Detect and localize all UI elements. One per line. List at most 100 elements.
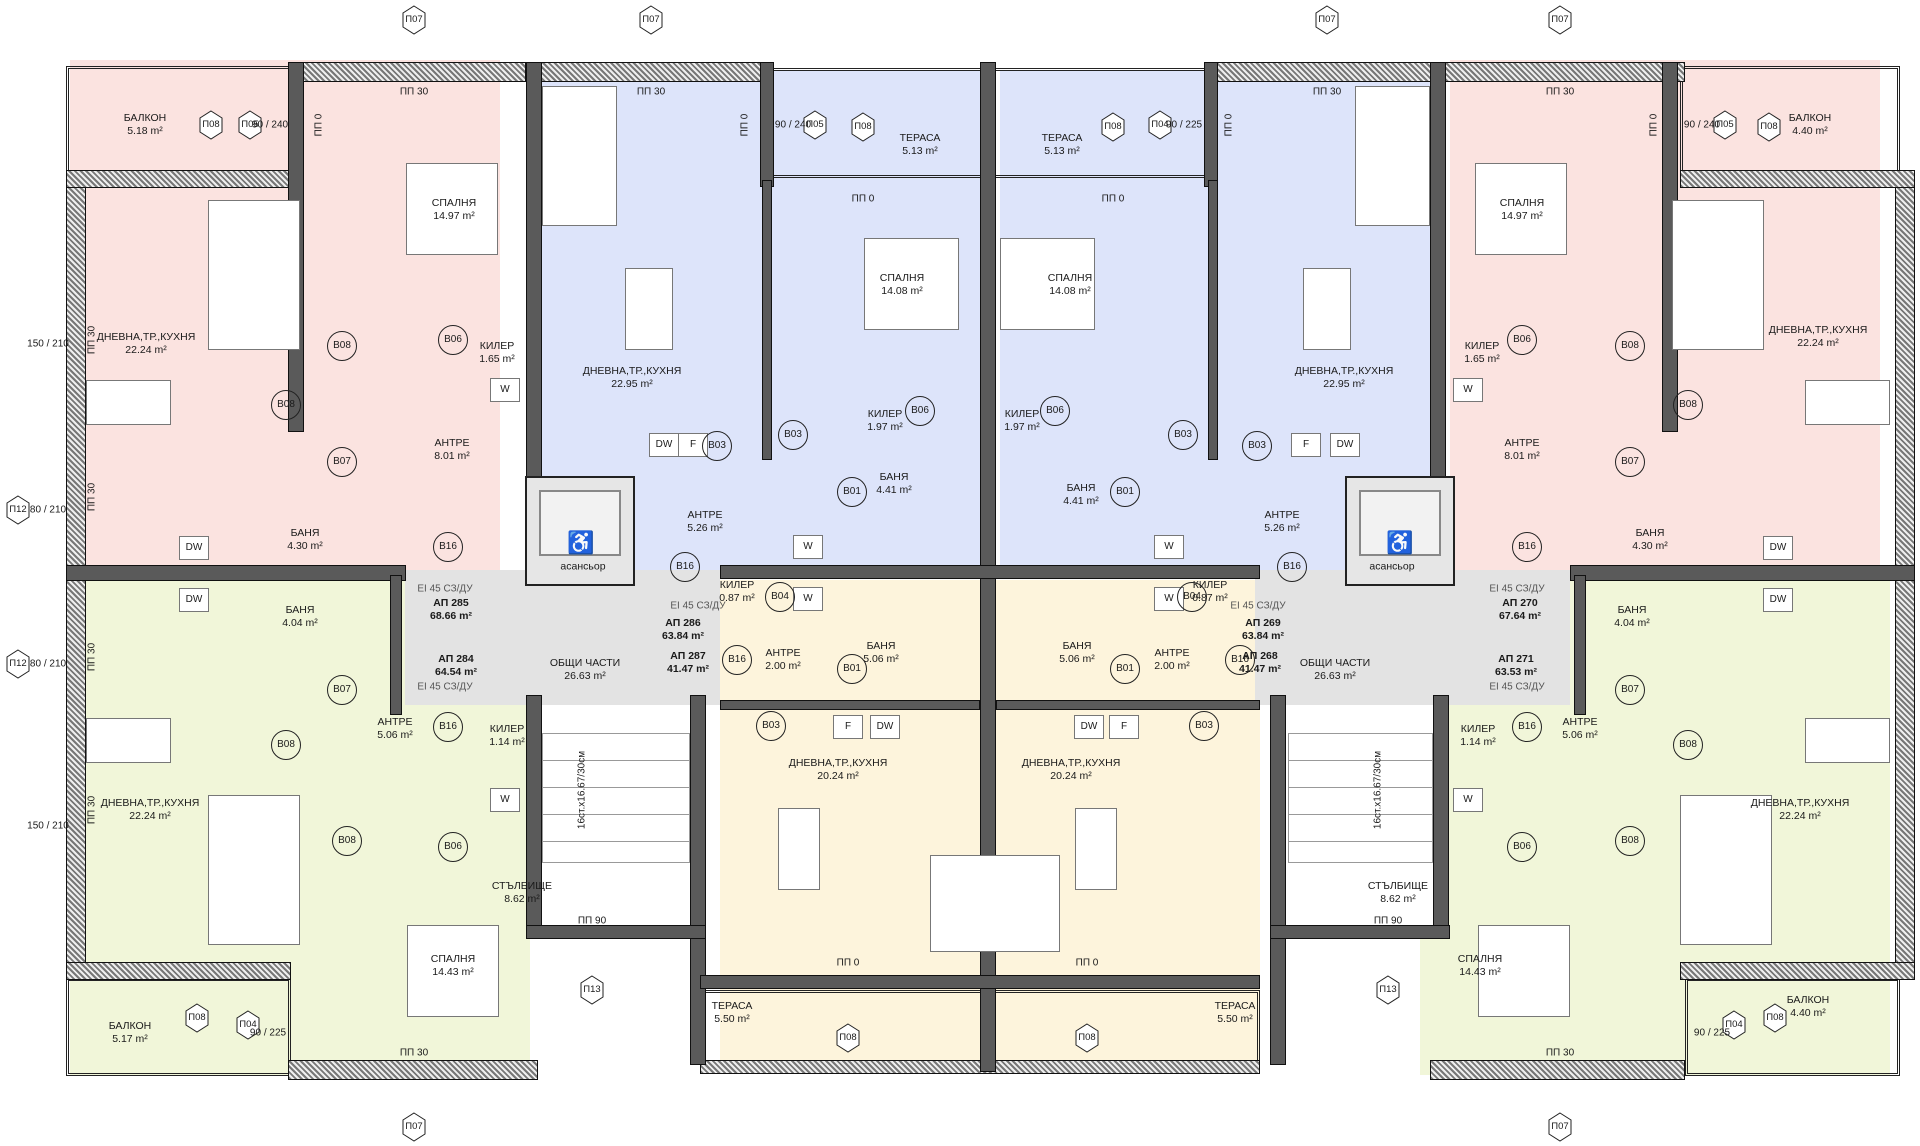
- appliance-w: W: [793, 535, 823, 559]
- hexagon-icon: [1075, 1023, 1099, 1053]
- room-area: 5.50 m²: [714, 1013, 750, 1025]
- door-tag: В04: [1177, 582, 1207, 612]
- window-tag: П07: [402, 5, 426, 35]
- room-area: 2.00 m²: [1154, 660, 1190, 672]
- hexagon-icon: [1763, 1003, 1787, 1033]
- appliance-w: W: [1453, 378, 1483, 402]
- hexagon-icon: [1548, 1112, 1572, 1142]
- bed: [407, 925, 499, 1017]
- wall-h-mid-right: [1570, 565, 1915, 581]
- hexagon-icon: [1722, 1010, 1746, 1040]
- staircase-right: [1288, 733, 1433, 863]
- dimension-label: ПП 30: [86, 325, 98, 355]
- dimension-label: ПП 0: [1101, 193, 1125, 205]
- room-name: ТЕРАСА: [711, 1000, 753, 1012]
- window-tag: П08: [1101, 112, 1125, 142]
- window-code: П08: [1760, 121, 1778, 132]
- room-area: 1.65 m²: [479, 353, 515, 365]
- appliance-dw: DW: [1763, 588, 1793, 612]
- window-code: П07: [642, 14, 660, 25]
- room-name: СПАЛНЯ: [879, 272, 925, 284]
- appliance-w: W: [1453, 788, 1483, 812]
- room-area: 22.24 m²: [125, 344, 167, 356]
- fire-rating-label: EI 45 СЗ/ДУ: [417, 681, 473, 693]
- appliance-dw: DW: [179, 536, 209, 560]
- window-tag: П08: [185, 1003, 209, 1033]
- exterior-wall-top-l2: [525, 62, 770, 82]
- dimension-label: ПП 0: [1648, 113, 1660, 137]
- window-tag: П07: [402, 1112, 426, 1142]
- wall-v-1204: [1204, 62, 1218, 187]
- room-area: 2.00 m²: [765, 660, 801, 672]
- room-name: СПАЛНЯ: [430, 953, 476, 965]
- window-tag: П04: [236, 1010, 260, 1040]
- door-tag: В03: [1189, 711, 1219, 741]
- room-name: КИЛЕР: [867, 408, 903, 420]
- sofa: [542, 86, 617, 226]
- dining-table: [1303, 268, 1351, 350]
- exterior-wall-bottom-r: [1430, 1060, 1685, 1080]
- wall-h-kitchen-yellow-r: [996, 700, 1260, 710]
- dimension-label: 90 / 225: [249, 1027, 287, 1039]
- room-name: СПАЛНЯ: [1047, 272, 1093, 284]
- dimension-label: 90 / 240: [774, 119, 812, 131]
- room-name: ТЕРАСА: [899, 132, 941, 144]
- wall-h-kitchen-yellow-l: [720, 700, 980, 710]
- appliance-w: W: [793, 587, 823, 611]
- wall-v-stairs-r-right: [1433, 695, 1449, 935]
- door-tag: В03: [1168, 420, 1198, 450]
- wheelchair-icon: ♿: [567, 530, 595, 555]
- room-name: БАЛКОН: [1788, 112, 1832, 124]
- hexagon-icon: [836, 1023, 860, 1053]
- door-tag: В08: [1615, 331, 1645, 361]
- apartment-number: АП 270: [1502, 597, 1538, 609]
- sofa: [930, 855, 1060, 952]
- dining-table: [86, 380, 171, 425]
- apartment-area: 63.84 m²: [1241, 630, 1285, 642]
- appliance-dw: DW: [1763, 536, 1793, 560]
- room-name: ДНЕВНА,ТР.,КУХНЯ: [96, 331, 196, 343]
- room-name: БАЛКОН: [1786, 994, 1830, 1006]
- window-tag: П08: [1757, 112, 1781, 142]
- wall-h-terrace-yellow: [700, 975, 1260, 989]
- sofa: [208, 200, 300, 350]
- hexagon-icon: [402, 1112, 426, 1142]
- hexagon-icon: [236, 1010, 260, 1040]
- hexagon-icon: [1148, 110, 1172, 140]
- hexagon-icon: [1548, 5, 1572, 35]
- fire-rating-label: EI 45 СЗ/ДУ: [670, 600, 726, 612]
- room-area: 5.18 m²: [127, 125, 163, 137]
- room-area: 14.08 m²: [881, 285, 923, 297]
- room-area: 14.43 m²: [432, 966, 474, 978]
- hexagon-icon: [639, 5, 663, 35]
- door-tag: В01: [837, 654, 867, 684]
- room-name: АНТРЕ: [765, 647, 801, 659]
- dimension-label: ПП 90: [577, 915, 607, 927]
- door-tag: В04: [765, 582, 795, 612]
- door-tag: В06: [1040, 396, 1070, 426]
- sofa: [1680, 795, 1772, 945]
- room-name: ДНЕВНА,ТР.,КУХНЯ: [1021, 757, 1121, 769]
- room-area: 14.43 m²: [1459, 966, 1501, 978]
- hexagon-icon: [803, 110, 827, 140]
- wall-h-mid-center: [720, 565, 1260, 579]
- wall-h-stairs-l: [526, 925, 706, 939]
- room-name: КИЛЕР: [489, 723, 525, 735]
- appliance-w: W: [1154, 535, 1184, 559]
- hexagon-icon: [1757, 112, 1781, 142]
